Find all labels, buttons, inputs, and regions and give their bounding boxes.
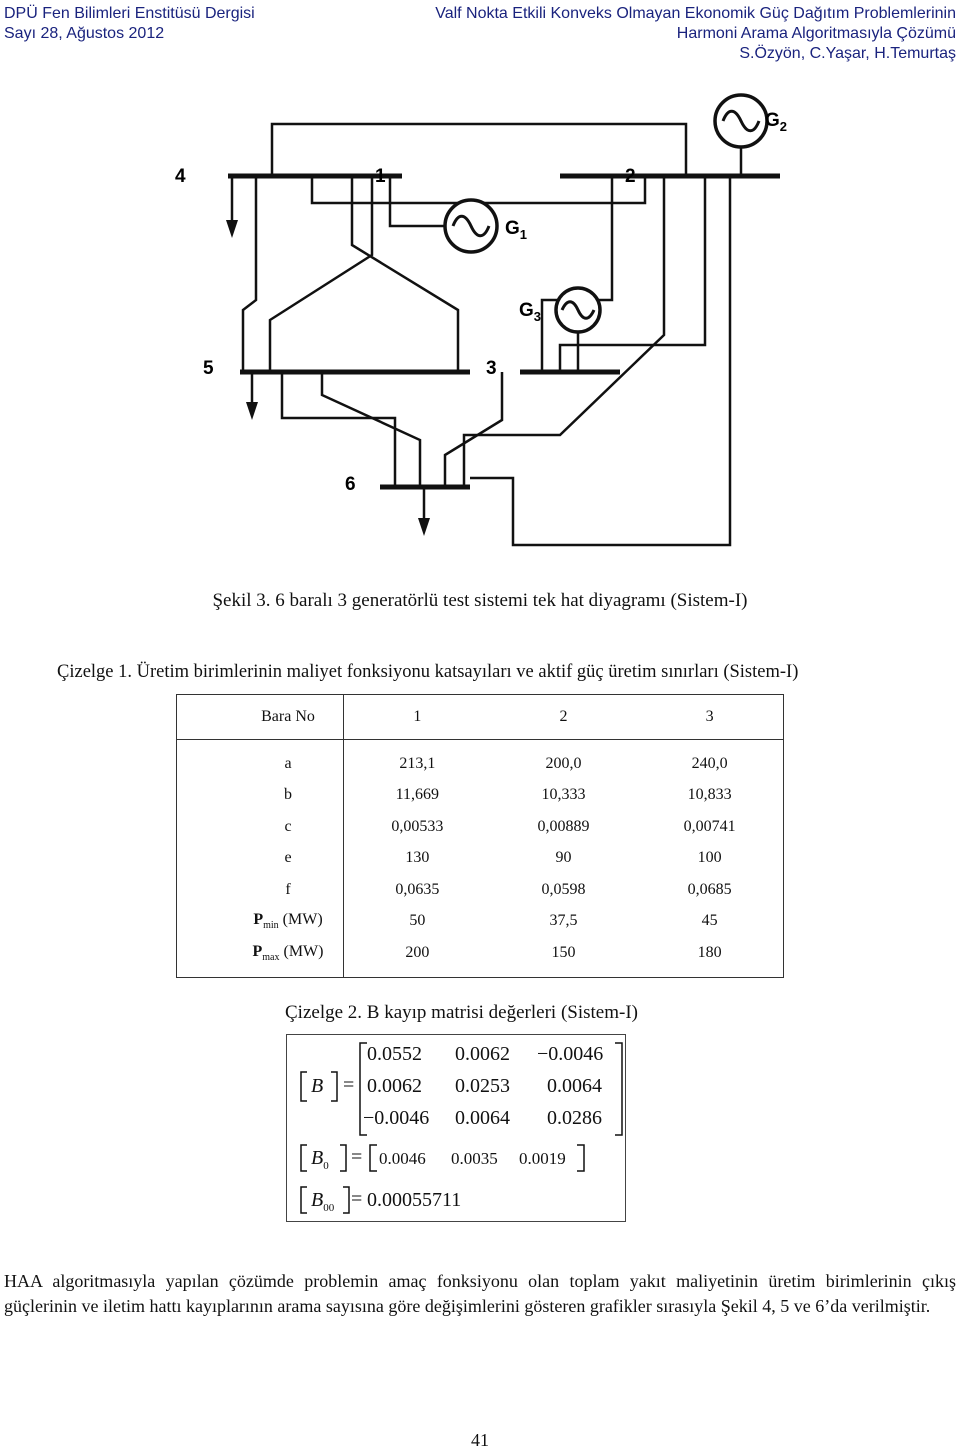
table-header-row: Bara No 1 2 3 <box>176 694 784 740</box>
table-row: e 130 90 100 <box>176 842 784 874</box>
equals-sign: = <box>351 1188 363 1210</box>
bus-label-1: 1 <box>375 166 386 187</box>
table-row: Pmin (MW) 50 37,5 45 <box>176 905 784 937</box>
table-cell: 90 <box>555 849 572 867</box>
b-cell: 0.0552 <box>367 1043 422 1065</box>
table-row: Pmax (MW) 200 150 180 <box>176 937 784 977</box>
b-matrix-label: B <box>311 1075 324 1097</box>
row-label-cell: a <box>176 739 344 780</box>
row-label-cell: f <box>176 874 344 906</box>
table-cell: 11,669 <box>395 786 440 804</box>
table-cell: 50 <box>409 912 426 930</box>
b-cell: 0.0064 <box>547 1075 602 1097</box>
b00-label: B00 <box>311 1189 335 1214</box>
figure-caption: Şekil 3. 6 baralı 3 generatörlü test sis… <box>212 590 748 611</box>
table-cell: 100 <box>697 849 722 867</box>
table-header-cell: 1 <box>343 694 491 740</box>
article-title-line1: Valf Nokta Etkili Konveks Olmayan Ekonom… <box>435 5 956 22</box>
b-matrix-box: B = 0.0552 0.0062 −0.0046 0.0062 0.0253 … <box>286 1034 626 1222</box>
table-cell: 10,833 <box>687 786 732 804</box>
table-cell: 180 <box>697 943 722 961</box>
row-label-cell: Pmin (MW) <box>176 905 344 937</box>
generator-g3-symbol <box>554 286 602 334</box>
row-label-cell: c <box>176 811 344 843</box>
single-line-diagram: 4 1 2 5 3 6 G2 G1 G3 <box>175 93 787 547</box>
table-cell: 0,0685 <box>687 880 732 898</box>
b0-cell: 0.0046 <box>379 1149 426 1168</box>
article-header: Valf Nokta Etkili Konveks Olmayan Ekonom… <box>435 4 956 64</box>
table-cell: 10,333 <box>541 786 586 804</box>
table-cell: 0,0635 <box>395 880 440 898</box>
generator-label-g2: G2 <box>765 110 787 134</box>
generator-g1-symbol <box>443 198 499 254</box>
b-cell: 0.0253 <box>455 1075 510 1097</box>
table-cell: 37,5 <box>549 912 578 930</box>
generator-g2-symbol <box>713 93 769 149</box>
load-arrow-bus6 <box>418 518 430 536</box>
table-cell: 200 <box>405 943 430 961</box>
body-paragraph: HAA algoritmasıyla yapılan çözümde probl… <box>4 1271 956 1316</box>
b-cell: 0.0064 <box>455 1107 510 1129</box>
table1-title: Çizelge 1. Üretim birimlerinin maliyet f… <box>57 662 799 682</box>
equals-sign: = <box>343 1074 355 1096</box>
table-cell: 130 <box>405 849 430 867</box>
table-header-cell: 2 <box>490 694 637 740</box>
journal-issue: Sayı 28, Ağustos 2012 <box>4 25 165 42</box>
bus-label-5: 5 <box>203 358 214 379</box>
b-cell: 0.0286 <box>547 1107 602 1129</box>
bus-label-3: 3 <box>486 358 497 379</box>
load-arrow-bus5 <box>246 402 258 420</box>
table-row: c 0,00533 0,00889 0,00741 <box>176 811 784 843</box>
bus-label-6: 6 <box>345 474 356 495</box>
table-cell: 45 <box>701 912 718 930</box>
table-cell: 200,0 <box>545 754 582 772</box>
article-authors: S.Özyön, C.Yaşar, H.Temurtaş <box>739 45 956 62</box>
b00-value: 0.00055711 <box>367 1189 462 1211</box>
equals-sign: = <box>351 1146 363 1168</box>
b-cell: −0.0046 <box>363 1107 430 1129</box>
b-cell: −0.0046 <box>537 1043 604 1065</box>
bus-label-2: 2 <box>625 166 636 187</box>
b0-cell: 0.0019 <box>519 1149 566 1168</box>
cost-coefficients-table: Bara No 1 2 3 a 213,1 200,0 240,0 b 11,6… <box>176 694 784 978</box>
b0-cell: 0.0035 <box>451 1149 498 1168</box>
b-cell: 0.0062 <box>455 1043 510 1065</box>
article-title-line2: Harmoni Arama Algoritmasıyla Çözümü <box>676 25 956 42</box>
bus-label-4: 4 <box>175 166 186 187</box>
table-cell: 213,1 <box>399 754 436 772</box>
table-cell: 0,00741 <box>683 817 736 835</box>
table-row: b 11,669 10,333 10,833 <box>176 779 784 811</box>
generator-label-g3: G3 <box>519 300 541 324</box>
table-cell: 150 <box>551 943 576 961</box>
table-header-cell: 3 <box>636 694 784 740</box>
b0-label: B0 <box>311 1147 329 1172</box>
table-cell: 0,0598 <box>541 880 586 898</box>
table-header-cell: Bara No <box>176 694 344 740</box>
journal-header: DPÜ Fen Bilimleri Enstitüsü Dergisi Sayı… <box>4 4 255 44</box>
row-label-cell: Pmax (MW) <box>176 937 344 977</box>
table-row: a 213,1 200,0 240,0 <box>176 739 784 780</box>
table2-title: Çizelge 2. B kayıp matrisi değerleri (Si… <box>285 1002 638 1023</box>
page-number: 41 <box>471 1430 489 1450</box>
table-cell: 0,00889 <box>537 817 590 835</box>
table-row: f 0,0635 0,0598 0,0685 <box>176 874 784 906</box>
row-label-cell: e <box>176 842 344 874</box>
journal-name: DPÜ Fen Bilimleri Enstitüsü Dergisi <box>4 5 255 22</box>
load-arrow-bus4 <box>226 220 238 238</box>
table-cell: 0,00533 <box>391 817 444 835</box>
table-cell: 240,0 <box>691 754 728 772</box>
row-label-cell: b <box>176 779 344 811</box>
matrix-brackets <box>300 1042 623 1214</box>
generator-label-g1: G1 <box>505 218 527 242</box>
b-cell: 0.0062 <box>367 1075 422 1097</box>
